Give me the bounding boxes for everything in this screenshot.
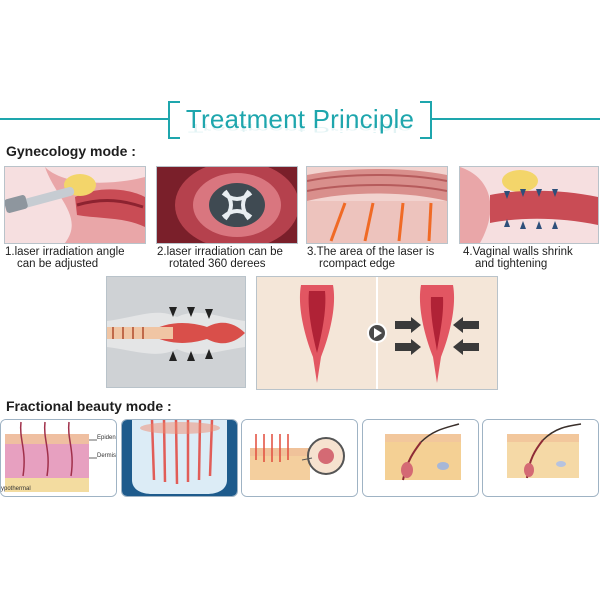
epidermis-label: Epiden — [97, 435, 116, 441]
laser-beams-image — [121, 419, 238, 497]
skin-follicle-image-1 — [362, 419, 479, 497]
step-3-caption-line1: 3.The area of the laser is — [307, 246, 435, 258]
gynecology-heading: Gynecology mode : — [6, 143, 136, 159]
page-title: Treatment Principle — [185, 103, 415, 134]
step-3-caption-line2: rcompact edge — [319, 258, 396, 270]
step-2-caption-line2: rotated 360 derees — [169, 258, 266, 270]
step-4-caption: 4.Vaginal walls shrink and tightening — [463, 246, 573, 270]
step-4-caption-line2: and tightening — [475, 258, 548, 270]
hypodermis-label: ypothermal — [1, 486, 31, 492]
step-3-caption: 3.The area of the laser is rcompact edge — [307, 246, 434, 270]
probe-insertion-image — [106, 276, 246, 388]
step-3-image — [306, 166, 448, 244]
step-4-caption-line1: 4.Vaginal walls shrink — [463, 246, 573, 258]
before-after-image — [256, 276, 498, 390]
title-frame: Treatment Principle — [168, 101, 432, 139]
fractional-heading: Fractional beauty mode : — [6, 398, 172, 414]
skin-follicle-image-2 — [482, 419, 599, 497]
step-1-caption-line1: 1.laser irradiation angle — [5, 246, 125, 258]
skin-magnifier-image — [241, 419, 358, 497]
title-rule-left — [0, 118, 170, 120]
step-1-caption: 1.laser irradiation angle can be adjuste… — [5, 246, 125, 270]
title-bracket-left — [168, 101, 180, 139]
step-1-caption-line2: can be adjusted — [17, 258, 99, 270]
dermis-label: Dermis — [97, 453, 116, 459]
step-4-image — [459, 166, 599, 244]
skin-layers-image: Epiden Dermis ypothermal — [0, 419, 117, 497]
title-rule-right — [430, 118, 600, 120]
step-2-caption: 2.laser irradiation can be rotated 360 d… — [157, 246, 283, 270]
step-1-image — [4, 166, 146, 244]
step-2-image — [156, 166, 298, 244]
title-bracket-right — [420, 101, 432, 139]
step-2-caption-line1: 2.laser irradiation can be — [157, 246, 283, 258]
